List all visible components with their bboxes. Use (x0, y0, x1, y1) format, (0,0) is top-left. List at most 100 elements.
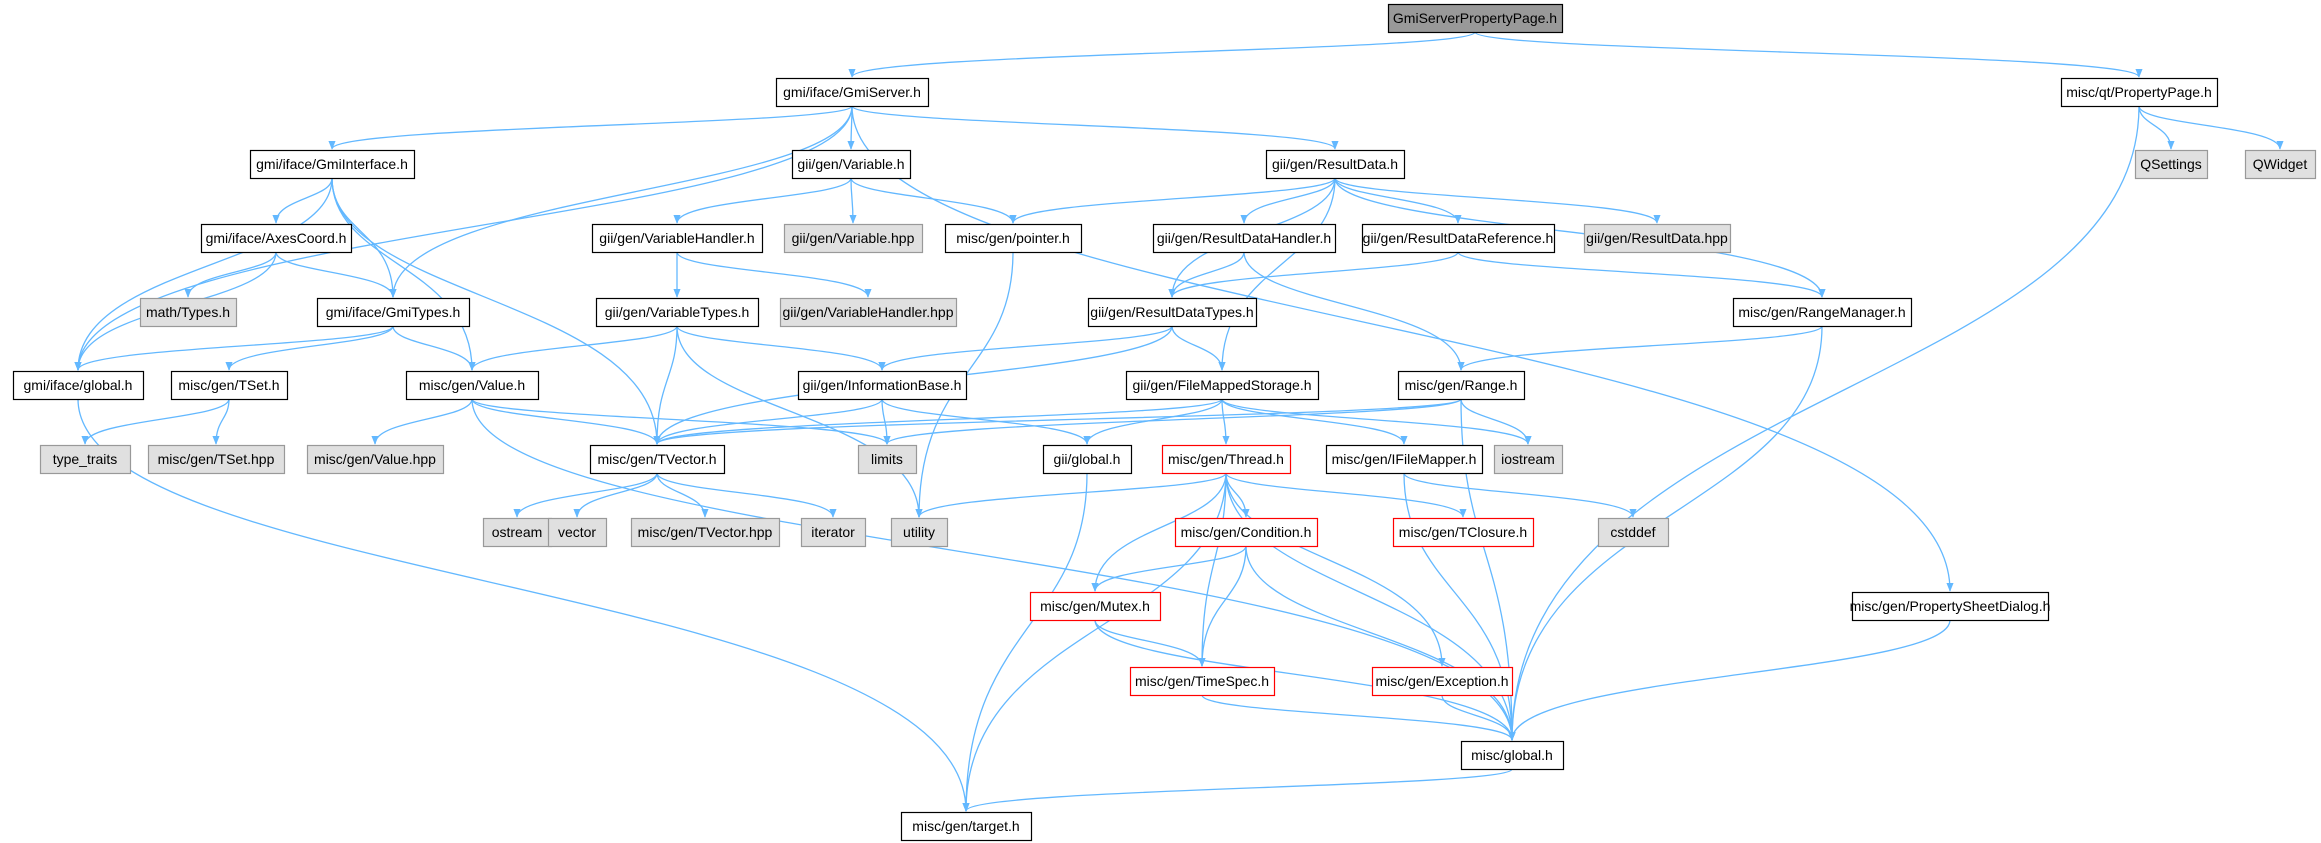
node-variable_hpp: gii/gen/Variable.hpp (783, 223, 924, 254)
node-box-timespec (1129, 666, 1276, 697)
node-axescoord[interactable]: gmi/iface/AxesCoord.h (200, 223, 353, 254)
node-tclosure[interactable]: misc/gen/TClosure.h (1392, 517, 1535, 548)
node-pointer[interactable]: misc/gen/pointer.h (944, 223, 1083, 254)
node-label-pointer: misc/gen/pointer.h (956, 230, 1070, 246)
edge-filemappedstorage-to-iostream (1221, 398, 1532, 445)
node-label-miscglobal: misc/global.h (1471, 747, 1553, 763)
node-iterator: iterator (800, 517, 867, 548)
node-label-range_h: misc/gen/Range.h (1405, 377, 1518, 393)
node-box-resultdatareference (1361, 223, 1556, 254)
node-variablehandler_h[interactable]: gii/gen/VariableHandler.h (591, 223, 764, 254)
edge-resultdatahandler-to-resultdatatypes (1168, 251, 1245, 298)
node-tset_h[interactable]: misc/gen/TSet.h (170, 370, 289, 401)
node-timespec[interactable]: misc/gen/TimeSpec.h (1129, 666, 1276, 697)
node-label-resultdata_hpp: gii/gen/ResultData.hpp (1586, 230, 1728, 246)
node-miscglobal[interactable]: misc/global.h (1460, 740, 1565, 771)
node-gmiinterface[interactable]: gmi/iface/GmiInterface.h (249, 149, 416, 180)
node-label-gmiserver: gmi/iface/GmiServer.h (783, 84, 921, 100)
edge-informationbase-to-tvector_h (653, 398, 883, 445)
edge-propertypage-to-qsettings (2138, 105, 2175, 150)
node-propertysheetdialog[interactable]: misc/gen/PropertySheetDialog.h (1850, 591, 2051, 622)
node-label-variable_hpp: gii/gen/Variable.hpp (792, 230, 915, 246)
edge-tset_h-to-tset_hpp (212, 398, 230, 445)
node-variable_h[interactable]: gii/gen/Variable.h (791, 149, 912, 180)
node-informationbase[interactable]: gii/gen/InformationBase.h (797, 370, 968, 401)
edge-giiglobal-to-target (962, 472, 1088, 812)
edges-layer (74, 31, 2284, 812)
node-label-value_h: misc/gen/Value.h (419, 377, 525, 393)
node-label-tvector_h: misc/gen/TVector.h (597, 451, 716, 467)
node-propertypage[interactable]: misc/qt/PropertyPage.h (2060, 77, 2219, 108)
node-box-variabletypes (595, 297, 760, 328)
node-box-giiglobal (1042, 444, 1133, 475)
node-ifilemapper[interactable]: misc/gen/IFileMapper.h (1325, 444, 1484, 475)
node-box-gmiinterface (249, 149, 416, 180)
edge-gmiserver-to-gmitypes (389, 105, 853, 298)
node-vector: vector (547, 517, 608, 548)
node-thread[interactable]: misc/gen/Thread.h (1161, 444, 1292, 475)
edge-gmitypes-to-tset_h (225, 325, 394, 371)
node-root[interactable]: GmiServerPropertyPage.h (1387, 3, 1564, 34)
node-mutex[interactable]: misc/gen/Mutex.h (1029, 591, 1162, 622)
node-tvector_h[interactable]: misc/gen/TVector.h (589, 444, 726, 475)
node-box-qwidget (2244, 149, 2317, 180)
node-condition[interactable]: misc/gen/Condition.h (1174, 517, 1319, 548)
node-label-type_traits: type_traits (53, 451, 118, 467)
edge-condition-to-timespec (1198, 545, 1247, 667)
node-box-thread (1161, 444, 1292, 475)
node-box-cstddef (1597, 517, 1670, 548)
node-label-mathtypes: math/Types.h (146, 304, 230, 320)
node-box-tset_hpp (147, 444, 286, 475)
node-box-type_traits (39, 444, 132, 475)
node-rangemanager[interactable]: misc/gen/RangeManager.h (1732, 297, 1913, 328)
node-limits: limits (857, 444, 918, 475)
edge-variable_h-to-variablehandler_h (673, 177, 852, 224)
node-box-filemappedstorage (1125, 370, 1320, 401)
edge-range_h-to-limits (883, 398, 1462, 445)
edge-resultdatareference-to-resultdatatypes (1168, 251, 1459, 298)
node-label-ostream: ostream (492, 524, 543, 540)
edge-resultdata_h-to-filemappedstorage (1218, 177, 1336, 371)
edge-resultdatahandler-to-range_h (1243, 251, 1465, 371)
node-label-limits: limits (871, 451, 903, 467)
node-box-variablehandler_h (591, 223, 764, 254)
node-label-gmiinterface: gmi/iface/GmiInterface.h (256, 156, 408, 172)
edge-range_h-to-tvector_h (653, 398, 1462, 445)
node-exception[interactable]: misc/gen/Exception.h (1371, 666, 1514, 697)
node-value_h[interactable]: misc/gen/Value.h (405, 370, 540, 401)
node-label-tvector_hpp: misc/gen/TVector.hpp (638, 524, 773, 540)
edge-tset_h-to-type_traits (81, 398, 230, 445)
node-resultdatareference[interactable]: gii/gen/ResultDataReference.h (1361, 223, 1556, 254)
node-box-utility (890, 517, 949, 548)
node-label-mutex: misc/gen/Mutex.h (1040, 598, 1150, 614)
node-target[interactable]: misc/gen/target.h (900, 811, 1033, 842)
node-box-root (1387, 3, 1564, 34)
node-value_hpp: misc/gen/Value.hpp (306, 444, 445, 475)
node-ifaceglobal[interactable]: gmi/iface/global.h (12, 370, 145, 401)
node-box-range_h (1397, 370, 1526, 401)
node-box-propertypage (2060, 77, 2219, 108)
edge-propertypage-to-qwidget (2138, 105, 2284, 150)
edge-thread-to-tclosure (1225, 472, 1467, 518)
node-gmiserver[interactable]: gmi/iface/GmiServer.h (775, 77, 930, 108)
edge-variable_h-to-pointer (850, 177, 1017, 224)
edge-thread-to-miscglobal (1225, 472, 1516, 741)
node-label-qwidget: QWidget (2253, 156, 2308, 172)
node-label-timespec: misc/gen/TimeSpec.h (1135, 673, 1269, 689)
node-range_h[interactable]: misc/gen/Range.h (1397, 370, 1526, 401)
node-giiglobal[interactable]: gii/global.h (1042, 444, 1133, 475)
node-box-value_h (405, 370, 540, 401)
node-filemappedstorage[interactable]: gii/gen/FileMappedStorage.h (1125, 370, 1320, 401)
node-resultdata_h[interactable]: gii/gen/ResultData.h (1265, 149, 1406, 180)
node-box-gmitypes (316, 297, 471, 328)
node-box-ifaceglobal (12, 370, 145, 401)
node-label-resultdata_h: gii/gen/ResultData.h (1272, 156, 1398, 172)
edge-root-to-propertypage (1474, 31, 2143, 78)
node-resultdatatypes[interactable]: gii/gen/ResultDataTypes.h (1087, 297, 1258, 328)
node-gmitypes[interactable]: gmi/iface/GmiTypes.h (316, 297, 471, 328)
node-mathtypes: math/Types.h (139, 297, 238, 328)
node-box-variable_h (791, 149, 912, 180)
node-cstddef: cstddef (1597, 517, 1670, 548)
node-variabletypes[interactable]: gii/gen/VariableTypes.h (595, 297, 760, 328)
node-resultdatahandler[interactable]: gii/gen/ResultDataHandler.h (1152, 223, 1337, 254)
